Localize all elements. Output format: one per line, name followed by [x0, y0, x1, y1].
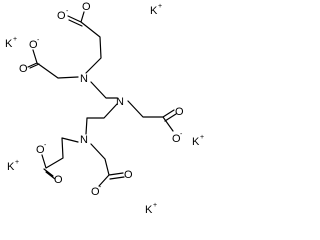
- oxygen-atom-top-double: O: [82, 1, 91, 13]
- potassium-ion-lower-left: K +: [7, 159, 19, 173]
- oxygen-atom-top-anion: O: [57, 10, 66, 22]
- anion-charge-right: -: [180, 131, 183, 138]
- arm-lower-right: [90, 143, 125, 187]
- anion-charge-lower-left: -: [44, 142, 47, 149]
- potassium-ion-top-right: K +: [150, 3, 162, 17]
- potassium-symbol: K: [150, 5, 158, 17]
- nitrogen-atom-middle: N: [116, 96, 124, 108]
- cation-charge: +: [15, 159, 19, 166]
- potassium-ion-bottom: K +: [145, 202, 157, 216]
- oxygen-atom-right-double: O: [175, 106, 184, 118]
- cation-charge: +: [153, 202, 157, 209]
- arm-top: [67, 11, 102, 74]
- oxygen-atom-left-double: O: [19, 63, 28, 75]
- ethylene-bridge-upper: [90, 81, 118, 99]
- bond-skeleton: [27, 11, 177, 187]
- potassium-symbol: K: [7, 161, 15, 173]
- structural-formula: N N N O O - O - O O O - O - O O O - K + …: [5, 1, 204, 216]
- potassium-symbol: K: [5, 38, 13, 50]
- oxygen-atom-lower-left-anion: O: [36, 144, 45, 156]
- oxygen-atom-right-anion: O: [172, 133, 181, 145]
- potassium-ion-left: K +: [5, 36, 17, 50]
- cation-charge: +: [200, 134, 204, 141]
- potassium-symbol: K: [192, 136, 200, 148]
- arm-right: [127, 100, 177, 132]
- potassium-ion-right: K +: [192, 134, 204, 148]
- cation-charge: +: [158, 3, 162, 10]
- oxygen-atom-lower-right-anion: O: [91, 186, 100, 198]
- arm-left: [27, 49, 79, 79]
- nitrogen-atom-top: N: [80, 73, 88, 85]
- ethylene-bridge-lower: [85, 103, 118, 135]
- potassium-symbol: K: [145, 204, 153, 216]
- oxygen-atom-left-anion: O: [29, 39, 38, 51]
- arm-lower-left: [41, 137, 79, 180]
- anion-charge-left: -: [37, 37, 40, 44]
- cation-charge: +: [13, 36, 17, 43]
- anion-charge-top: -: [66, 8, 69, 15]
- nitrogen-atom-bottom: N: [80, 134, 88, 146]
- anion-charge-lower-right: -: [99, 184, 102, 191]
- oxygen-atom-lower-left-double: O: [54, 174, 63, 186]
- oxygen-atom-lower-right-double: O: [124, 169, 133, 181]
